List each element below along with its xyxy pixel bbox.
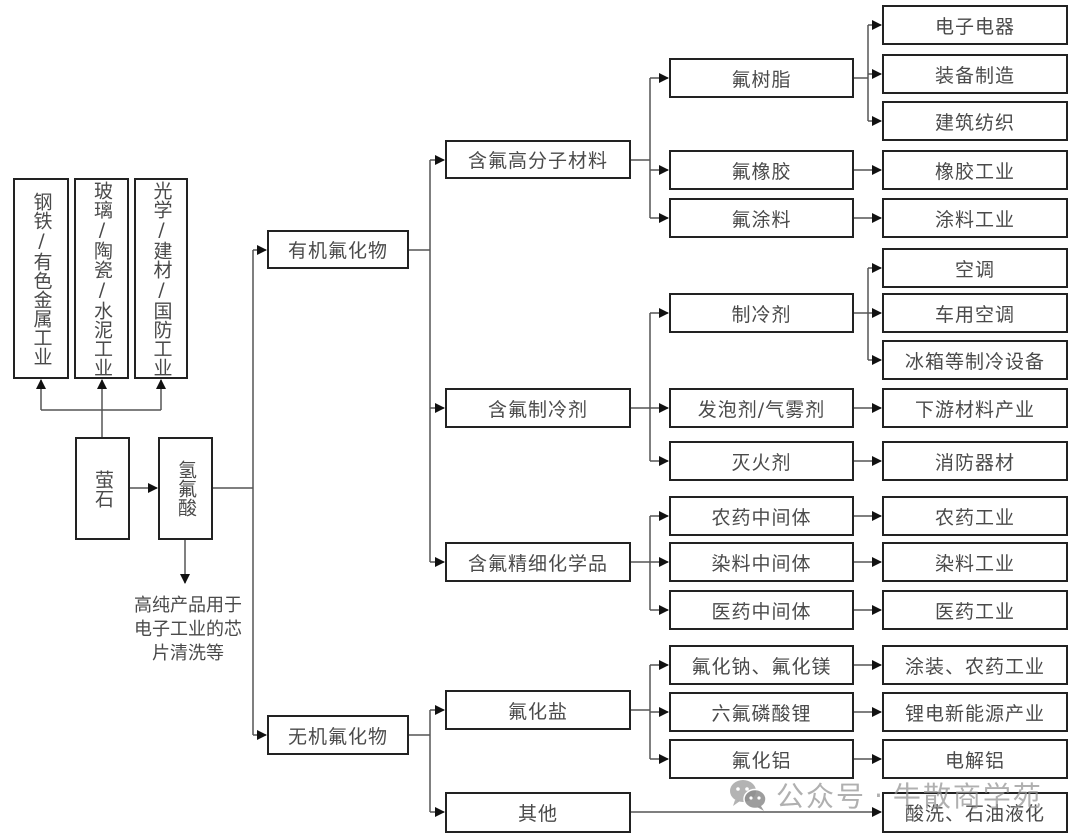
hf-note-line: 高纯产品用于 <box>134 595 242 616</box>
l3-box-extinguish: 灭火剂 <box>669 441 854 481</box>
l4-box-rubber-ind: 橡胶工业 <box>882 150 1068 190</box>
l4-box-equipment: 装备制造 <box>882 54 1068 94</box>
l2-box-refrig: 含氟制冷剂 <box>445 388 631 428</box>
l4-label: 电解铝 <box>944 749 1005 772</box>
l4-box-electronics: 电子电器 <box>882 5 1068 45</box>
l1-box-inorganic: 无机氟化物 <box>267 715 409 755</box>
l3-box-pharma-int: 医药中间体 <box>669 590 854 630</box>
l1-box-organic: 有机氟化物 <box>267 230 409 269</box>
use-label: 玻璃/陶瓷/水泥工业 <box>91 180 113 377</box>
l4-box-construction: 建筑纺织 <box>882 101 1068 141</box>
l4-label: 医药工业 <box>934 600 1015 623</box>
l3-box-dye-int: 染料中间体 <box>669 542 854 582</box>
l2-box-salt: 氟化盐 <box>445 690 631 730</box>
l2-label: 含氟制冷剂 <box>487 398 588 421</box>
l4-label: 电子电器 <box>934 15 1015 38</box>
l4-label: 装备制造 <box>934 64 1015 87</box>
l3-label: 农药中间体 <box>711 506 812 529</box>
l3-box-coating: 氟涂料 <box>669 198 854 238</box>
l2-label: 含氟精细化学品 <box>467 552 608 575</box>
l4-box-electrolytic-al: 电解铝 <box>882 739 1068 779</box>
l3-box-alf3: 氟化铝 <box>669 739 854 779</box>
l4-label: 车用空调 <box>934 303 1015 326</box>
l3-label: 发泡剂/气雾剂 <box>697 398 826 421</box>
l3-box-lipf6: 六氟磷酸锂 <box>669 692 854 732</box>
use-label: 光学/建材/国防工业 <box>150 180 173 377</box>
l3-box-foam: 发泡剂/气雾剂 <box>669 388 854 428</box>
l3-box-resin: 氟树脂 <box>669 58 854 98</box>
l1-label: 有机氟化物 <box>287 240 388 262</box>
l3-label: 氟树脂 <box>731 68 792 91</box>
l4-label: 建筑纺织 <box>934 111 1015 134</box>
l3-label: 染料中间体 <box>711 552 812 575</box>
l2-label: 氟化盐 <box>507 700 568 723</box>
hf-note-line: 片清洗等 <box>152 643 224 664</box>
hf-note-line: 电子工业的芯 <box>134 619 242 640</box>
use-box-glass: 玻璃/陶瓷/水泥工业 <box>74 178 129 379</box>
l4-label: 消防器材 <box>934 451 1015 474</box>
l4-box-pickling: 酸洗、石油液化 <box>882 792 1068 833</box>
l3-label: 医药中间体 <box>711 600 812 623</box>
l4-label: 染料工业 <box>934 552 1015 575</box>
l2-box-fine: 含氟精细化学品 <box>445 542 631 582</box>
l3-label: 氟涂料 <box>731 208 792 231</box>
hf-box: 氢氟酸 <box>158 437 213 540</box>
hf-note: 高纯产品用于 电子工业的芯 片清洗等 <box>118 594 258 666</box>
l3-label: 氟化铝 <box>731 749 792 772</box>
l1-label: 无机氟化物 <box>287 725 388 748</box>
use-box-steel: 钢铁/有色金属工业 <box>13 178 69 379</box>
l3-label: 灭火剂 <box>731 451 792 474</box>
l2-box-polymer: 含氟高分子材料 <box>445 140 631 179</box>
l4-box-pesticide-ind: 农药工业 <box>882 496 1068 536</box>
l4-label: 涂装、农药工业 <box>904 655 1045 678</box>
l4-box-ac: 空调 <box>882 248 1068 288</box>
l3-label: 氟化钠、氟化镁 <box>691 655 832 678</box>
l4-box-coating-ind: 涂料工业 <box>882 198 1068 238</box>
l4-label: 空调 <box>954 258 995 281</box>
fluorite-box: 萤石 <box>75 437 130 540</box>
l4-label: 涂料工业 <box>934 208 1015 231</box>
l4-box-car-ac: 车用空调 <box>882 293 1068 333</box>
hf-label: 氢氟酸 <box>175 460 197 517</box>
l3-label: 制冷剂 <box>731 303 792 326</box>
l2-label: 其他 <box>517 803 558 825</box>
l3-box-naf: 氟化钠、氟化镁 <box>669 645 854 685</box>
l4-label: 橡胶工业 <box>934 160 1015 183</box>
fluorite-label: 萤石 <box>92 469 114 508</box>
l4-box-lithium: 锂电新能源产业 <box>882 692 1068 732</box>
l4-box-fridge: 冰箱等制冷设备 <box>882 340 1068 380</box>
l4-box-downstream: 下游材料产业 <box>882 388 1068 428</box>
l4-label: 农药工业 <box>934 506 1015 529</box>
l4-box-paint-pest: 涂装、农药工业 <box>882 645 1068 685</box>
l3-box-refrigerant: 制冷剂 <box>669 293 854 333</box>
use-box-optics: 光学/建材/国防工业 <box>134 178 188 379</box>
l4-label: 下游材料产业 <box>914 398 1035 421</box>
l3-box-rubber: 氟橡胶 <box>669 150 854 190</box>
l4-box-dye-ind: 染料工业 <box>882 542 1068 582</box>
l4-box-pharma-ind: 医药工业 <box>882 590 1068 630</box>
l4-label: 冰箱等制冷设备 <box>904 350 1045 373</box>
l4-label: 酸洗、石油液化 <box>904 803 1045 825</box>
l4-box-fire: 消防器材 <box>882 441 1068 481</box>
l2-box-other: 其他 <box>445 792 631 833</box>
use-label: 钢铁/有色金属工业 <box>30 191 53 366</box>
l3-label: 氟橡胶 <box>731 160 792 183</box>
l2-label: 含氟高分子材料 <box>467 150 608 172</box>
l3-box-pesticide-int: 农药中间体 <box>669 496 854 536</box>
l4-label: 锂电新能源产业 <box>904 702 1045 725</box>
l3-label: 六氟磷酸锂 <box>711 702 812 725</box>
